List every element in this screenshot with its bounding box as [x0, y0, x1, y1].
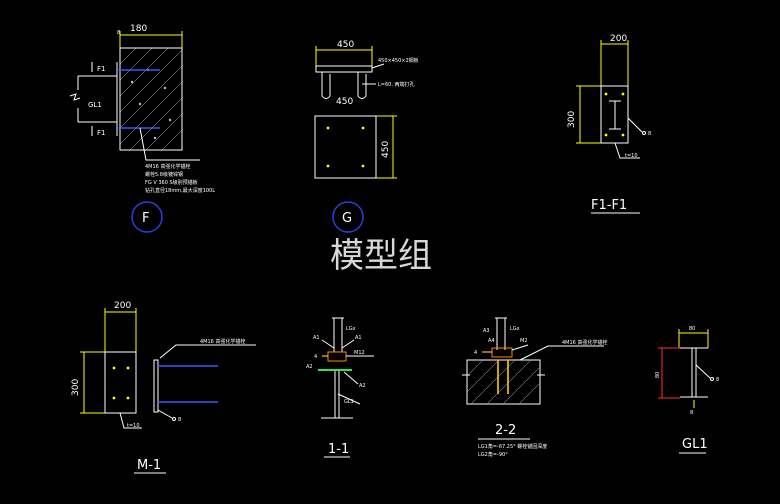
detail-f: 180 8 F1 F1	[69, 24, 215, 233]
f1f1-note-t: t=10	[625, 153, 638, 159]
22-label-a3: A3	[483, 328, 490, 334]
g-hook-left	[321, 72, 331, 99]
11-label-m: M12	[354, 350, 365, 356]
11-label-a1b: A1	[355, 335, 362, 341]
m1-note-anchor: 4M16 高强化学锚栓	[200, 338, 245, 345]
22-title: 2-2	[495, 423, 516, 438]
detail-g: 450 450×450×2钢板 L=60, 两端打孔 450 450 G	[314, 40, 419, 233]
f1f1-dim-side: 300	[567, 111, 577, 128]
f-dim-small: 8	[117, 30, 120, 36]
g-dim-mid: 450	[336, 97, 353, 107]
f1f1-title: F1-F1	[591, 198, 627, 213]
f1f1-weld-label: 8	[648, 131, 651, 137]
g-dim-top: 450	[337, 40, 354, 50]
watermark-text: 模型组	[330, 236, 432, 276]
f1f1-dim-top: 200	[610, 34, 627, 44]
m1-plate-plan	[104, 351, 137, 414]
gl1-dim-top: 80	[689, 326, 695, 332]
11-label-4: 4	[314, 354, 317, 360]
m1-plate-side	[153, 359, 159, 413]
22-label-lgx: LGx	[510, 326, 520, 332]
11-connection-plate	[327, 351, 347, 362]
detail-f1f1: 200 300 8 t=10 F1-F1	[567, 34, 651, 214]
g-plate-elevation	[315, 65, 373, 73]
detail-m1: 200 300 4M16 高强化学锚栓 8 t=10 M-1	[71, 301, 256, 474]
detail-11: LGx A1 A1 4 M12 A2 A2 GL1 1-1	[306, 317, 374, 458]
f1f1-base-plate	[600, 85, 629, 144]
g-bolt-holes	[326, 126, 365, 168]
gl1-title: GL1	[682, 437, 708, 452]
g-note-1: 450×450×2钢板	[378, 57, 419, 64]
22-note-1: LG1角=-67.25° 螺栓锚固深度	[478, 443, 547, 450]
f-callout-label: F	[142, 211, 149, 226]
f-label-f1-top: F1	[97, 65, 105, 73]
gl1-dim-side: 80	[655, 372, 661, 378]
g-hook-right	[357, 72, 367, 99]
g-dim-side: 450	[381, 141, 391, 158]
f-dim-top: 180	[130, 24, 147, 34]
detail-22: LGx A3 A4 M2 4 4M16 高强化学锚栓 2-2 LG1角=-67.…	[462, 317, 607, 458]
m1-title: M-1	[137, 458, 161, 473]
22-label-m: M2	[520, 338, 528, 344]
f-note-2: 螺栓5.8级镀锌钢	[145, 171, 183, 178]
m1-weld-label: 8	[178, 417, 181, 423]
m1-dim-top: 200	[114, 301, 131, 311]
f-label-gl1: GL1	[88, 101, 102, 109]
f-label-f1-bottom: F1	[97, 129, 105, 137]
g-callout-label: G	[342, 211, 352, 226]
f-callout-circle	[131, 201, 163, 233]
11-label-gl1: GL1	[344, 399, 354, 405]
22-label-a4: A4	[488, 338, 495, 344]
11-label-a2b: A2	[359, 383, 366, 389]
g-note-2: L=60, 两端打孔	[378, 81, 415, 88]
f-note-4: 钻孔直径18mm,最大深度100L	[145, 187, 215, 194]
22-base-hatch	[466, 359, 541, 405]
m1-bolts	[112, 366, 130, 400]
22-concrete-base	[466, 359, 541, 405]
11-title: 1-1	[328, 442, 349, 457]
11-label-lgx: LGx	[346, 326, 356, 332]
f-note-1: 4M16 高强化学锚栓	[145, 163, 190, 170]
22-connection-plate	[491, 347, 513, 358]
f-wall-hatch	[119, 47, 183, 151]
detail-gl1: 80 80 8 8 GL1	[655, 326, 719, 454]
22-note-2: LG2角=-90°	[478, 451, 508, 458]
22-note-anchor: 4M16 高强化学锚栓	[562, 339, 607, 346]
f-concrete-wall	[119, 47, 183, 151]
gl1-dim-small: 8	[690, 410, 693, 416]
22-label-4: 4	[474, 350, 477, 356]
m1-dim-side: 300	[71, 379, 81, 396]
11-label-a2: A2	[306, 364, 313, 370]
f-note-3: FG V 360 S级别预锚板	[145, 179, 198, 186]
f1f1-bolts	[604, 92, 625, 137]
g-plate-plan	[314, 115, 377, 179]
g-callout-circle	[332, 201, 364, 233]
gl1-weld-label: 8	[716, 377, 719, 383]
m1-note-t: t=10	[127, 423, 140, 429]
11-label-a1: A1	[313, 335, 320, 341]
